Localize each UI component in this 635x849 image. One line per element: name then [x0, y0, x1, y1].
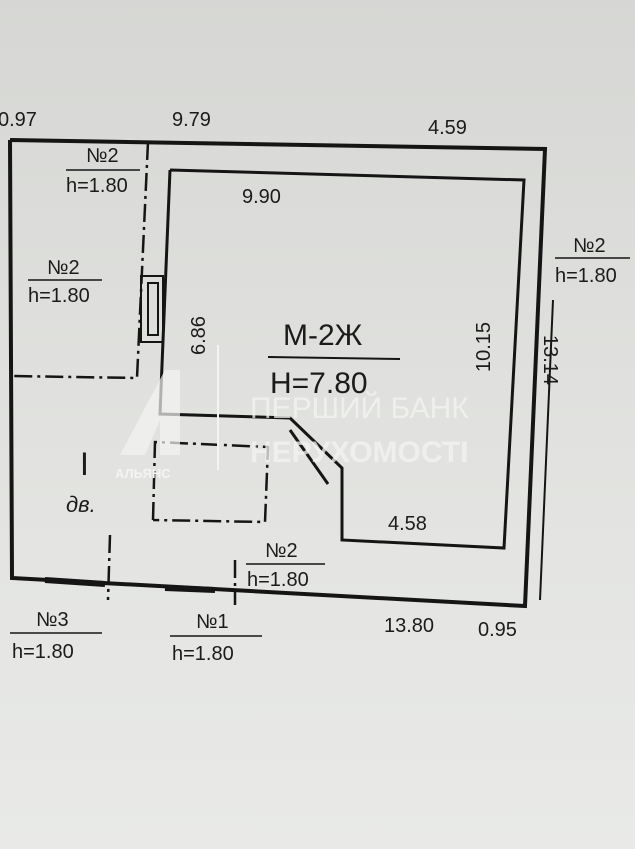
room-height: Н=7.80: [270, 367, 368, 400]
dim-top-left: 0.97: [0, 109, 37, 131]
tag-num: №3: [36, 609, 69, 631]
tag: №3 h=1.80: [10, 609, 102, 663]
annex-roman: І: [80, 446, 89, 482]
tag: №2 h=1.80: [66, 145, 140, 197]
tag: №1 h=1.80: [170, 611, 262, 665]
chimney: [140, 275, 164, 343]
watermark-line2: НЕРУХОМОСТІ: [250, 436, 468, 469]
dim-outer-right: 13.14: [539, 335, 561, 385]
tag-h: h=1.80: [28, 285, 90, 307]
room-wall-diag: [288, 429, 330, 485]
tag-h: h=1.80: [12, 641, 74, 663]
tag: №2 h=1.80: [555, 235, 630, 287]
dim-bottom-corner: 0.95: [478, 619, 517, 641]
outer-wall: [8, 138, 548, 609]
dim-top-right: 4.59: [428, 117, 467, 139]
watermark-line1: ПЕРШИЙ БАНК: [250, 391, 469, 425]
tag-h: h=1.80: [66, 175, 128, 197]
watermark: АЛЬЯНС ПЕРШИЙ БАНК НЕРУХОМОСТІ: [115, 345, 469, 481]
tag-h: h=1.80: [247, 569, 309, 591]
tag-num: №2: [573, 235, 606, 257]
dim-inner-left: 6.86: [188, 316, 210, 355]
edge-line: [539, 299, 554, 601]
tag: №2 h=1.80: [246, 540, 325, 591]
dim-inner-top: 9.90: [242, 186, 281, 208]
watermark-logo-icon: [120, 370, 180, 455]
watermark-logo-text: АЛЬЯНС: [115, 466, 171, 481]
room-name: М-2Ж: [283, 319, 363, 352]
tag: №2 h=1.80: [28, 257, 102, 307]
dim-inner-right: 10.15: [473, 322, 495, 372]
door-1: [164, 585, 216, 593]
dim-inner-bottom: 4.58: [388, 513, 427, 535]
dim-bottom-right: 13.80: [384, 615, 434, 637]
room-label-divider: [267, 356, 401, 360]
tag-h: h=1.80: [172, 643, 234, 665]
dim-top-mid: 9.79: [172, 109, 211, 131]
room-wall: [158, 168, 526, 550]
dashdot-lines: [11, 141, 270, 605]
tag-num: №1: [196, 611, 229, 633]
chimney-inner: [147, 282, 159, 336]
tag-h: h=1.80: [555, 265, 617, 287]
door-3: [44, 577, 106, 587]
tag-num: №2: [86, 145, 119, 167]
tag-num: №2: [265, 540, 298, 562]
annex-label: дв.: [66, 492, 96, 517]
tag-num: №2: [47, 257, 80, 279]
